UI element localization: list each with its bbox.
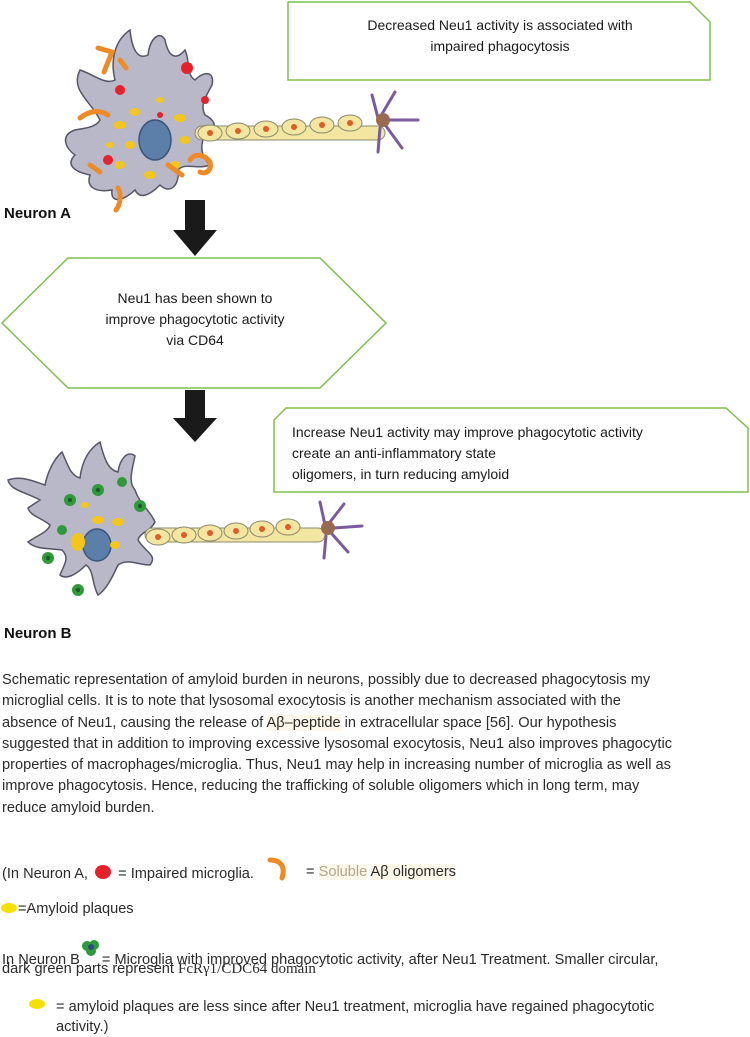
neuron-a-axon	[194, 114, 386, 142]
neuron-b-microglia	[42, 477, 146, 596]
top-callout-box	[287, 1, 711, 81]
neuron-a-diagram	[64, 28, 420, 213]
neuron-b-axon	[144, 518, 326, 546]
legend-row-neuron-b: In Neuron B = Microglia with improved ph…	[2, 938, 658, 968]
legend-soluble-oligomers: = Soluble Aβ oligomers	[306, 864, 456, 880]
hexagon-text: Neu1 has been shown to improve phagocyto…	[105, 290, 285, 348]
right-callout-text: Increase Neu1 activity may improve phago…	[292, 424, 643, 482]
legend-yellow-plaque-b	[28, 997, 46, 1016]
hexagon-box	[0, 257, 388, 389]
neuron-b-nucleus	[82, 528, 112, 562]
neuron-a-plaques	[106, 97, 190, 179]
orange-oligomer-icon	[267, 857, 286, 881]
neuron-b-terminal	[318, 500, 364, 560]
legend-row-fcr: dark green parts represent FcRγ1/CDC64 d…	[2, 961, 316, 977]
caption-paragraph: Schematic representation of amyloid burd…	[2, 672, 673, 816]
neuron-a-oligomers	[77, 45, 213, 213]
right-callout-box	[273, 407, 749, 493]
neuron-a-soma	[64, 28, 216, 201]
neuron-b-soma	[7, 440, 156, 597]
legend-row-neuron-a: (In Neuron A, = Impaired microglia.	[2, 865, 254, 882]
legend-row-less-plaques: = amyloid plaques are less since after N…	[56, 999, 655, 1035]
legend-row-plaques: =Amyloid plaques	[0, 901, 134, 917]
down-arrow-1	[173, 200, 217, 256]
red-microglia-icon	[95, 865, 112, 879]
neuron-b-plaques	[71, 502, 124, 551]
neuron-a-nucleus	[138, 119, 172, 161]
neuron-b-diagram	[7, 440, 364, 597]
neuron-b-label: Neuron B	[4, 625, 72, 642]
yellow-plaque-b-icon	[29, 999, 45, 1009]
yellow-plaque-icon	[1, 903, 17, 913]
green-microglia-icon	[81, 940, 99, 956]
top-callout-text: Decreased Neu1 activity is associated wi…	[367, 17, 633, 54]
neuron-a-label: Neuron A	[4, 205, 71, 222]
neuron-a-impaired-microglia	[103, 62, 209, 165]
down-arrow-2	[173, 390, 217, 442]
neuron-a-terminal	[370, 90, 420, 154]
